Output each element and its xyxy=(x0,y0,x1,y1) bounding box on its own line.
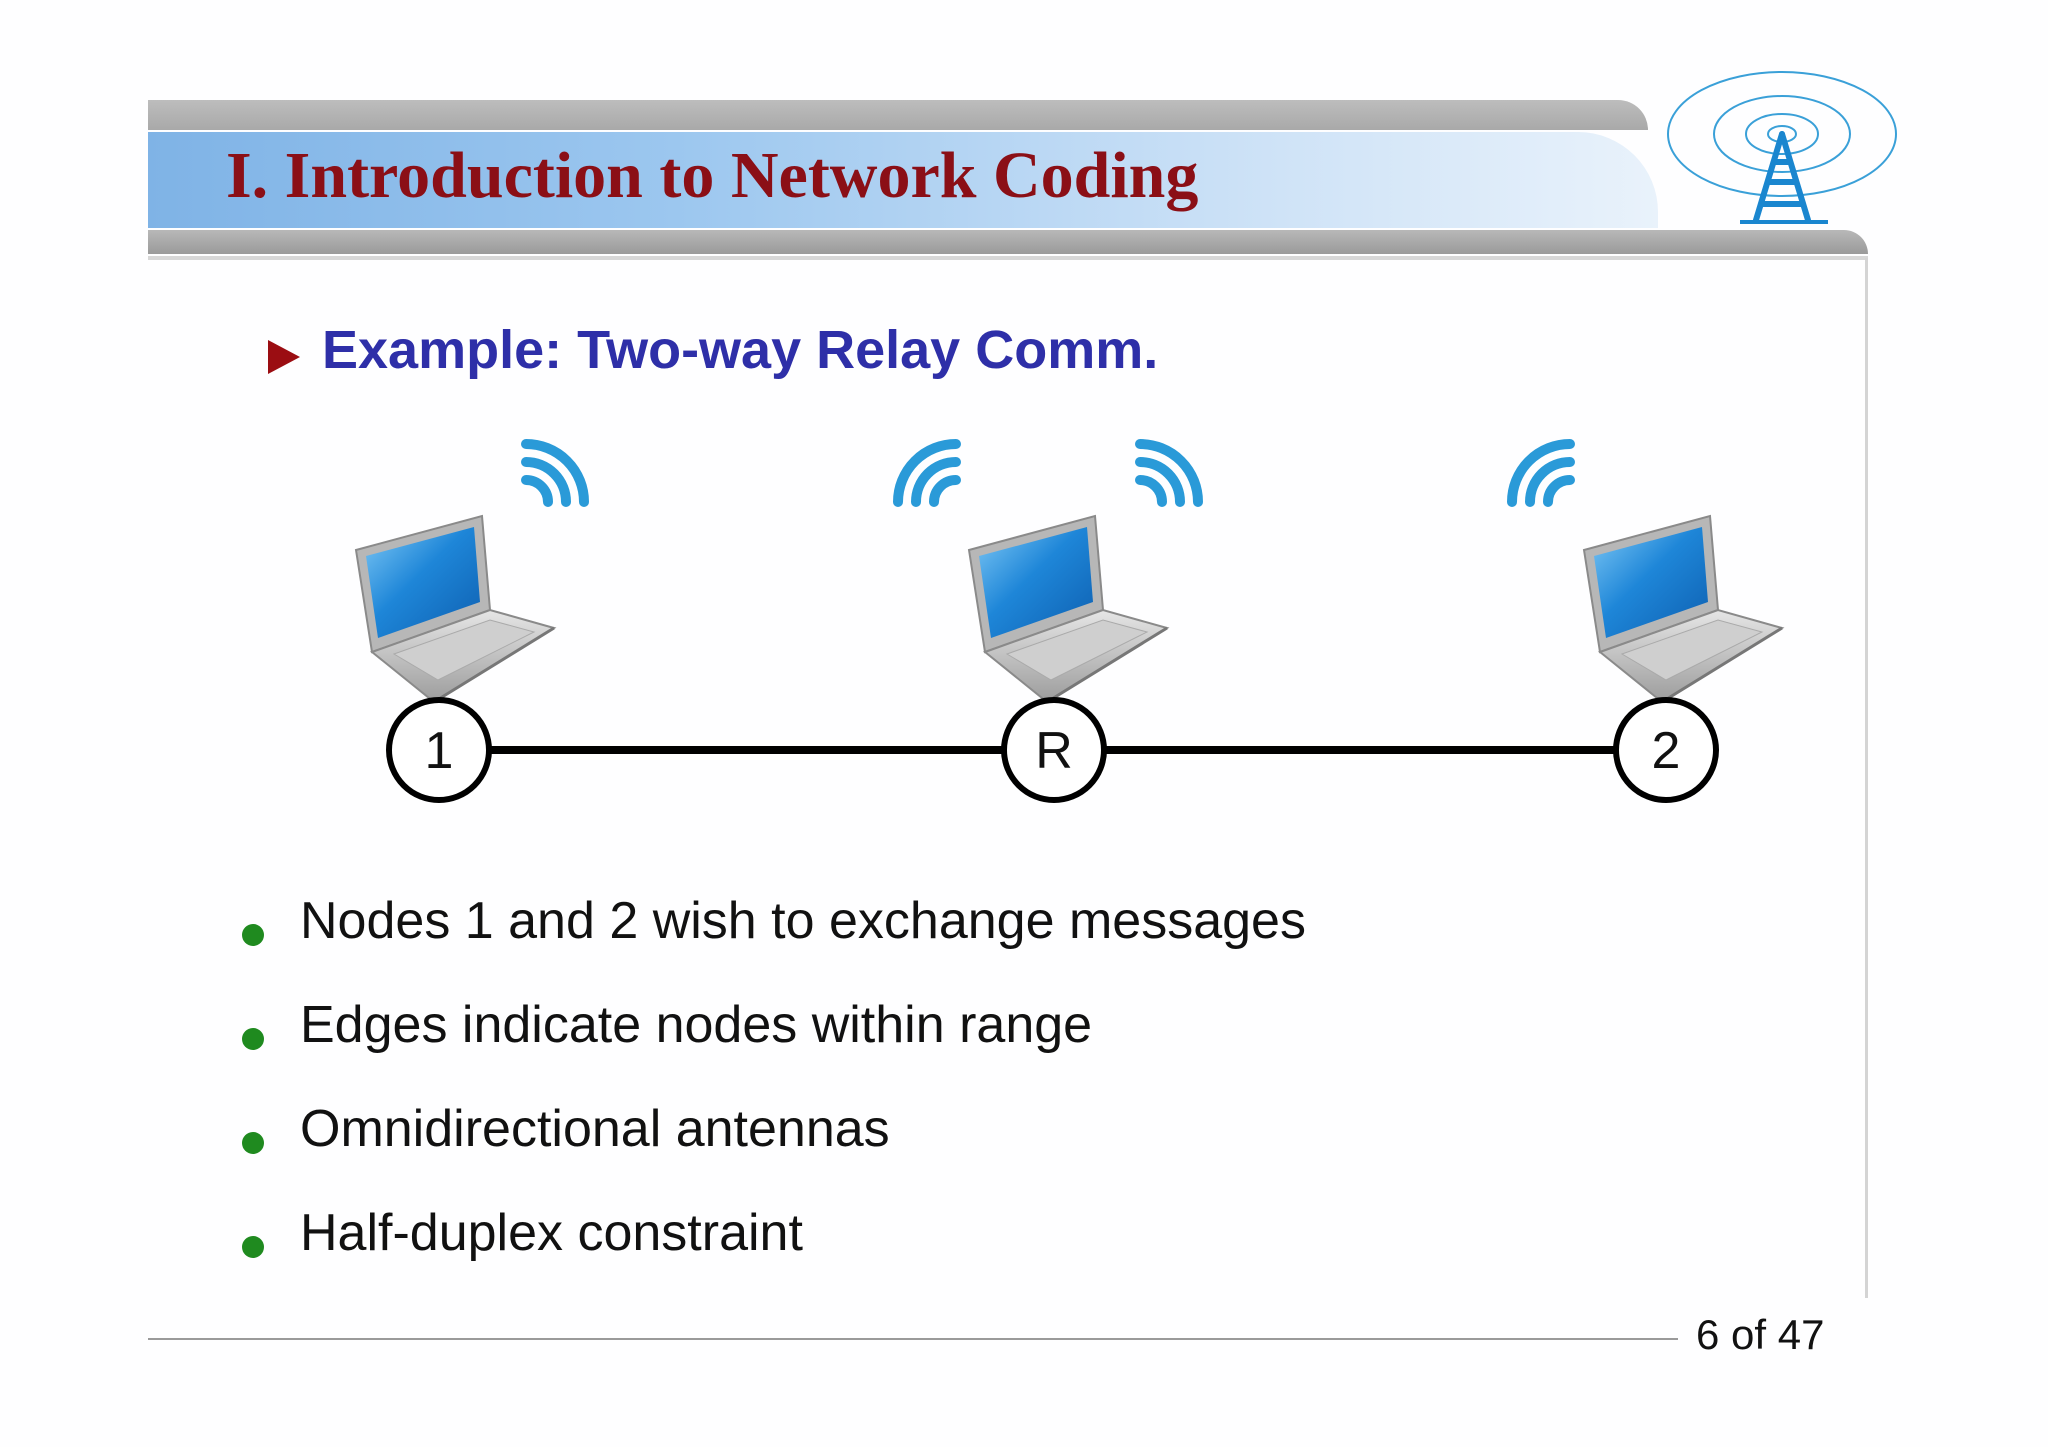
bullet-dot-icon xyxy=(242,1132,264,1154)
node-label: 1 xyxy=(425,722,454,780)
page-indicator: 6 of 47 xyxy=(1696,1311,1825,1358)
bullet-text: Half-duplex constraint xyxy=(300,1204,803,1262)
footer-divider xyxy=(148,1338,1678,1340)
bullet-text: Omnidirectional antennas xyxy=(300,1100,890,1158)
laptop-icon xyxy=(967,514,1169,704)
header-divider xyxy=(148,256,1868,260)
wifi-signal-icon xyxy=(1512,444,1570,502)
header-top-bar xyxy=(148,100,1648,130)
bullet-text: Edges indicate nodes within range xyxy=(300,996,1093,1054)
header-title-band xyxy=(148,132,1658,228)
slide-right-border xyxy=(1865,258,1868,1298)
bullet-arrow-icon xyxy=(268,340,300,374)
wifi-signal-icon xyxy=(898,444,956,502)
node-relay: R xyxy=(1001,697,1107,803)
bullet-dot-icon xyxy=(242,924,264,946)
wifi-signal-icon xyxy=(526,444,584,502)
slide-subtitle: Example: Two-way Relay Comm. xyxy=(322,320,1159,380)
bullet-dot-icon xyxy=(242,1028,264,1050)
laptop-icon xyxy=(354,514,556,704)
tower-logo-icon xyxy=(1667,71,1897,224)
node-1: 1 xyxy=(386,697,492,803)
node-label: 2 xyxy=(1652,722,1681,780)
slide-title: I. Introduction to Network Coding xyxy=(226,139,1199,212)
laptop-icon xyxy=(1582,514,1784,704)
node-label: R xyxy=(1035,722,1073,780)
bullet-dot-icon xyxy=(242,1236,264,1258)
bullet-text: Nodes 1 and 2 wish to exchange messages xyxy=(300,892,1306,950)
node-2: 2 xyxy=(1613,697,1719,803)
wifi-signal-icon xyxy=(1140,444,1198,502)
header-bottom-bar xyxy=(148,230,1868,254)
relay-diagram: 1 R 2 xyxy=(354,430,1784,803)
